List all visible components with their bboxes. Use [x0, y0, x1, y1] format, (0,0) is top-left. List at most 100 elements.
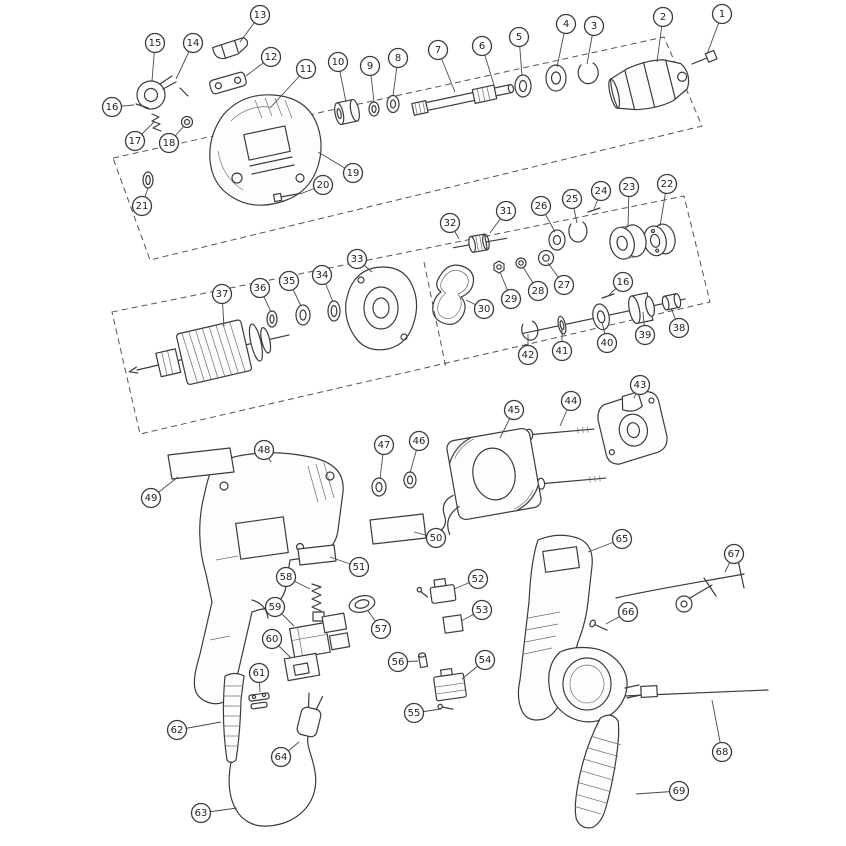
callout-69: 69: [635, 780, 690, 802]
callout-8: 8: [387, 47, 409, 97]
callout-65: 65: [587, 528, 633, 553]
callout-67: 67: [723, 543, 745, 573]
part-56-sleeve: [417, 652, 429, 669]
callout-number: 53: [476, 605, 489, 616]
callout-62: 62: [166, 719, 222, 741]
callout-number: 13: [254, 10, 267, 21]
assembly-motor: [167, 391, 668, 705]
callout-52: 52: [453, 568, 489, 590]
part-54-switch: [433, 668, 467, 702]
callout-circle: [611, 528, 633, 550]
callout-16: 16: [101, 96, 135, 118]
callout-number: 64: [275, 752, 288, 763]
callout-61: 61: [248, 662, 270, 693]
callout-circle: [158, 132, 180, 154]
callout-circle: [668, 317, 690, 339]
callout-circle: [561, 188, 583, 210]
callout-number: 51: [353, 562, 366, 573]
callout-45: 45: [499, 399, 525, 439]
part-67-chuck-key: [615, 559, 745, 613]
callout-number: 3: [591, 21, 597, 32]
part-2-chuck: [608, 59, 690, 111]
part-25-circlip: [568, 221, 588, 243]
callout-circle: [370, 618, 392, 640]
callout-circle: [346, 248, 368, 270]
callout-23: 23: [618, 176, 640, 228]
callout-number: 48: [258, 445, 271, 456]
callout-29: 29: [499, 271, 522, 310]
part-66-screw: [589, 619, 608, 631]
callout-number: 7: [435, 45, 441, 56]
callout-32: 32: [439, 212, 461, 240]
callout-number: 23: [623, 182, 636, 193]
callout-number: 34: [316, 270, 329, 281]
callout-number: 29: [505, 294, 518, 305]
callout-circle: [474, 649, 496, 671]
callout-circle: [359, 55, 381, 77]
callout-number: 52: [472, 574, 485, 585]
callout-27: 27: [547, 262, 575, 296]
callout-number: 37: [216, 289, 229, 300]
callout-number: 58: [280, 572, 293, 583]
part-18-ring: [180, 115, 194, 129]
callout-number: 49: [145, 493, 158, 504]
callout-circle: [467, 568, 489, 590]
part-9-washer: [368, 101, 380, 117]
part-34-ring: [327, 300, 341, 322]
callout-circle: [373, 434, 395, 456]
part-44-screw-upper: [524, 426, 595, 441]
part-5-washer: [514, 74, 532, 98]
part-61-cord-clamp: [248, 692, 270, 710]
callout-circle: [249, 4, 271, 26]
callout-number: 22: [661, 179, 674, 190]
part-31-32-shaft: [452, 233, 508, 253]
assembly-switch: [222, 577, 467, 827]
part-37-armature: [128, 319, 290, 385]
callout-number: 38: [673, 323, 686, 334]
callout-34: 34: [311, 264, 334, 303]
callout-55: 55: [403, 702, 442, 724]
callout-circle: [253, 439, 275, 461]
callout-circle: [144, 32, 166, 54]
callout-number: 8: [395, 53, 401, 64]
part-48-motor-housing: [193, 452, 344, 705]
assembly-top: [112, 36, 718, 261]
callout-number: 5: [516, 32, 522, 43]
callout-circle: [249, 277, 271, 299]
callout-circle: [652, 6, 674, 28]
callout-circle: [427, 39, 449, 61]
callout-circle: [190, 802, 212, 824]
callout-number: 18: [163, 138, 176, 149]
part-69-aux-handle: [548, 646, 642, 829]
callout-number: 2: [660, 12, 666, 23]
callout-circle: [131, 195, 153, 217]
callout-circle: [439, 212, 461, 234]
callout-number: 27: [558, 280, 571, 291]
callout-circle: [612, 271, 634, 293]
callout-22: 22: [656, 173, 678, 227]
callout-circle: [711, 741, 733, 763]
dashed-box-middle: [111, 195, 711, 435]
callout-number: 12: [265, 52, 278, 63]
callout-number: 68: [716, 747, 729, 758]
part-20-screw: [272, 192, 301, 203]
callout-circle: [425, 527, 447, 549]
part-53-block: [442, 614, 464, 634]
part-33-bearing-housing: [345, 266, 418, 351]
callout-3: 3: [583, 15, 605, 65]
part-17-spring: [151, 113, 162, 132]
callout-41: 41: [551, 328, 573, 362]
callout-66: 66: [605, 601, 639, 625]
part-51-plate: [297, 544, 337, 566]
part-10-gear: [334, 98, 360, 126]
callout-circle: [551, 340, 573, 362]
callout-number: 61: [253, 668, 266, 679]
part-35-bearing: [295, 304, 311, 326]
callout-37: 37: [211, 283, 233, 328]
callout-38: 38: [668, 307, 690, 339]
callout-circle: [387, 47, 409, 69]
callout-number: 60: [266, 634, 279, 645]
callout-number: 50: [430, 533, 443, 544]
callout-circle: [278, 270, 300, 292]
